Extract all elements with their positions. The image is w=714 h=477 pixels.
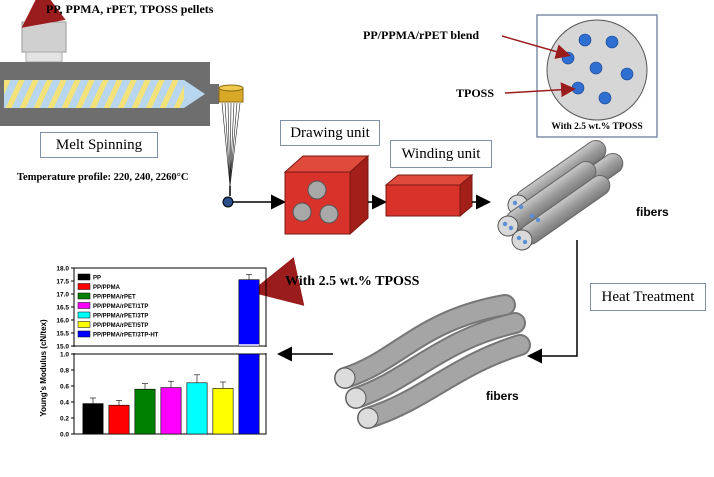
legend-swatch <box>77 273 91 281</box>
y-tick-label: 0.2 <box>60 416 69 423</box>
legend-swatch <box>77 321 91 328</box>
heat-treatment-box: Heat Treatment <box>590 283 706 311</box>
drawing-unit-block <box>283 154 370 236</box>
temperature-profile-label: Temperature profile: 220, 240, 2260°C <box>17 172 189 183</box>
chart-axes: 15.0 15.5 16.0 16.5 17.0 17.5 18.0 0.0 0.2 0.4 0.6… <box>56 266 270 439</box>
y-tick-label: 0.8 <box>60 368 69 375</box>
legend-label: PP <box>93 276 101 282</box>
legend-label: PP/PPMA/rPET <box>93 295 136 301</box>
drawing-unit-box: Drawing unit <box>280 120 380 146</box>
legend-label: PP/PPMA/rPET/5TP <box>93 323 148 329</box>
legend-swatch <box>77 292 91 300</box>
y-tick-label: 0.6 <box>60 384 69 391</box>
tposs-label: TPOSS <box>456 86 495 100</box>
pellets-label: PP, PPMA, rPET, TPOSS pellets <box>46 2 214 16</box>
legend-swatch <box>77 311 91 319</box>
y-tick-label: 16.0 <box>56 318 69 325</box>
bar <box>134 388 156 435</box>
y-tick-label: 16.5 <box>56 305 69 312</box>
axis-break <box>70 347 270 353</box>
y-tick-label: 17.0 <box>56 292 69 299</box>
chart-bars <box>82 274 260 435</box>
legend-label: PP/PPMA/rPET/3TP-HT <box>93 333 159 339</box>
y-tick-label: 0.4 <box>60 400 69 407</box>
callout-arrow <box>250 257 305 306</box>
bar <box>212 388 234 435</box>
inset-caption: With 2.5 wt.% TPOSS <box>551 122 643 132</box>
y-tick-label: 15.0 <box>56 344 69 351</box>
legend-swatch <box>77 283 91 290</box>
straight-fibers <box>497 140 624 251</box>
bar <box>82 403 104 435</box>
y-tick-label: 18.0 <box>56 266 69 273</box>
legend-label: PP/PPMA/rPET/3TP <box>93 314 148 320</box>
bar <box>108 404 130 435</box>
chart-callout-label: With 2.5 wt.% TPOSS <box>285 274 420 289</box>
extruder <box>0 21 244 126</box>
fibers-label-top: fibers <box>636 205 669 219</box>
legend-label: PP/PPMA <box>93 285 121 291</box>
winding-unit-block <box>384 173 474 218</box>
y-tick-label: 1.0 <box>60 352 69 359</box>
fibers-label-bottom: fibers <box>486 389 519 403</box>
y-tick-label: 17.5 <box>56 279 69 286</box>
chart-legend: PP PP/PPMA PP/PPMA/rPET PP/PPMA/rPET/1TP PP/… <box>77 273 159 339</box>
fiber-bundle <box>221 102 241 187</box>
bar <box>160 387 182 435</box>
tposs-arrow <box>504 82 576 98</box>
pellet-arrow <box>21 0 66 28</box>
heat-flow-line <box>527 240 578 364</box>
melt-spinning-box: Melt Spinning <box>40 132 158 158</box>
bar <box>238 353 260 435</box>
bar <box>186 382 208 435</box>
y-tick-label: 15.5 <box>56 331 69 338</box>
chart-y-axis-label: Young's Modulus (cN/tex) <box>39 319 48 417</box>
winding-unit-box: Winding unit <box>390 140 492 168</box>
blend-label: PP/PPMA/rPET blend <box>363 28 480 42</box>
y-tick-label: 0.0 <box>60 432 69 439</box>
curved-fibers <box>334 294 531 429</box>
legend-swatch <box>77 330 91 338</box>
legend-swatch <box>77 302 91 309</box>
bar <box>238 279 260 347</box>
blend-inset <box>536 14 658 138</box>
take-up-roller <box>222 196 234 208</box>
legend-label: PP/PPMA/rPET/1TP <box>93 304 148 310</box>
youngs-modulus-chart: 15.0 15.5 16.0 16.5 17.0 17.5 18.0 0.0 0.2 0.4 0.6… <box>39 266 270 439</box>
blend-arrow <box>501 35 571 59</box>
